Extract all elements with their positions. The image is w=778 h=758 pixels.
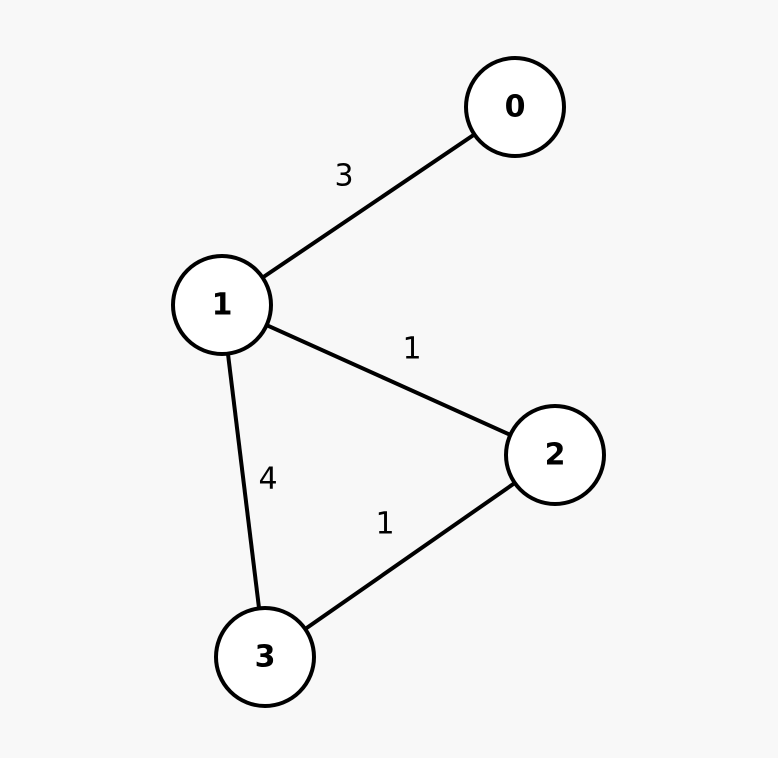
edge-weight-1-2: 1	[402, 332, 421, 367]
node-circle	[464, 56, 566, 158]
node-circle	[214, 606, 316, 708]
edge-labels: 3 1 4 1	[258, 159, 421, 542]
node-2: 2	[504, 404, 606, 506]
node-3: 3	[214, 606, 316, 708]
node-0: 0	[464, 56, 566, 158]
node-label: 0	[505, 90, 526, 125]
edge-0-1	[220, 105, 517, 307]
edge-2-3	[263, 453, 557, 659]
edge-1-3	[220, 304, 267, 658]
node-label: 1	[212, 288, 233, 323]
edge-weight-2-3: 1	[375, 507, 394, 542]
node-label: 2	[545, 438, 566, 473]
node-circle	[171, 254, 273, 356]
node-label: 3	[255, 640, 276, 675]
node-1: 1	[171, 254, 273, 356]
nodes: 0 1 2 3	[171, 56, 606, 708]
edges	[220, 105, 557, 659]
edge-weight-0-1: 3	[334, 159, 353, 194]
edge-weight-1-3: 4	[258, 462, 277, 497]
edge-1-2	[221, 303, 556, 457]
node-circle	[504, 404, 606, 506]
